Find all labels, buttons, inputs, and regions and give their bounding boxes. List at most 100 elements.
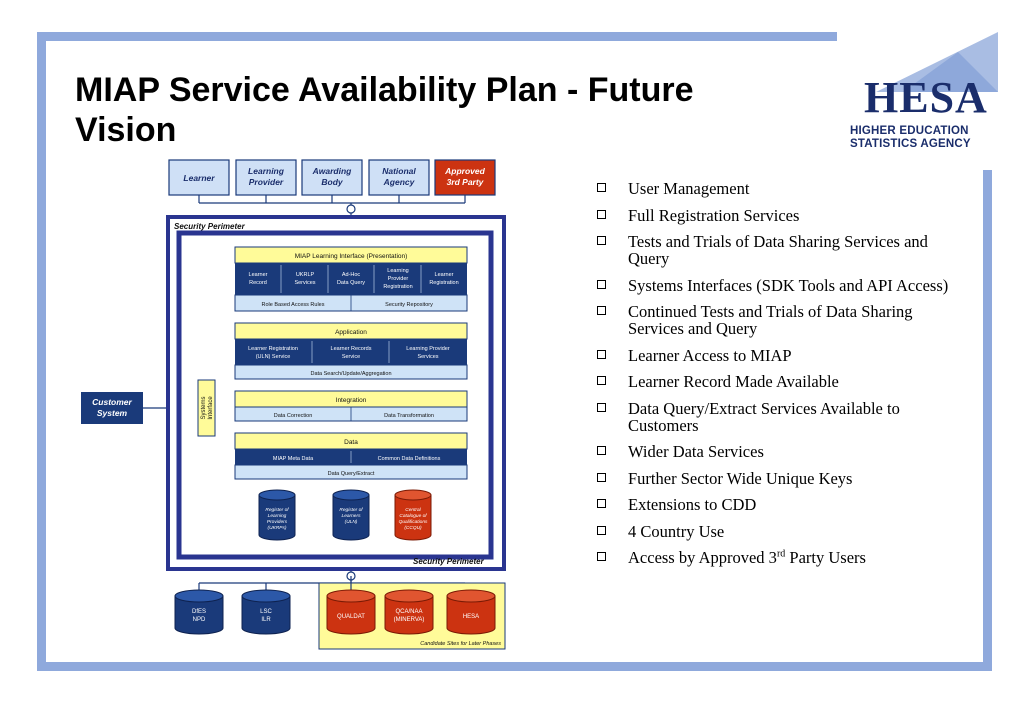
checkbox-bullet-icon: [597, 402, 606, 412]
security-repository: Security Repository: [385, 302, 433, 308]
checkbox-bullet-icon: [597, 525, 606, 535]
app-svc-records-l2: Service: [342, 354, 360, 360]
role-based-access-rules: Role Based Access Rules: [262, 302, 325, 308]
svg-text:Central: Central: [405, 507, 421, 513]
box-learning-provider-l1: Learning: [248, 166, 285, 176]
perimeter-label-top: Security Perimeter: [174, 222, 246, 231]
box-approved-l2: 3rd Party: [447, 177, 485, 187]
milestone-list: User Management Full Registration Servic…: [595, 180, 965, 576]
svg-text:QUALDAT: QUALDAT: [337, 614, 365, 620]
bullet-item: 4 Country Use: [595, 523, 965, 540]
data-header: Data: [344, 439, 358, 446]
frame-right-bar: [983, 170, 992, 671]
checkbox-bullet-icon: [597, 236, 606, 245]
svg-text:(UKRPs): (UKRPs): [268, 525, 287, 531]
box-approved-l1: Approved: [444, 166, 485, 176]
internal-databases: Register of Learning Providers (UKRPs) R…: [258, 489, 432, 541]
svc-learner-reg-l1: Learner: [435, 272, 454, 278]
bullet-item: Systems Interfaces (SDK Tools and API Ac…: [595, 277, 965, 294]
bullet-item: Learner Access to MIAP: [595, 347, 965, 364]
svg-text:Register of: Register of: [265, 507, 289, 513]
svc-lp-reg-l1: Learning: [387, 268, 408, 274]
checkbox-bullet-icon: [597, 472, 606, 482]
common-data-definitions: Common Data Definitions: [378, 456, 441, 462]
svg-text:QCA/NAA: QCA/NAA: [395, 609, 422, 615]
db-register-learners: Register of Learners (ULN): [332, 489, 370, 541]
systems-interface-box: [197, 379, 216, 437]
data-correction: Data Correction: [274, 413, 313, 419]
db-lsc-ilr: LSC ILR: [241, 589, 291, 635]
data-search-update: Data Search/Update/Aggregation: [310, 371, 391, 377]
app-svc-lp-l1: Learning Provider: [406, 346, 450, 352]
svc-learner-record-l1: Learner: [249, 272, 268, 278]
svg-text:Learners: Learners: [342, 513, 362, 519]
svc-learner-reg-l2: Registration: [429, 280, 458, 286]
frame-left-bar: [37, 32, 46, 671]
logo-line2: STATISTICS AGENCY: [850, 138, 971, 150]
svc-ukrlp-l2: Services: [294, 280, 315, 286]
svg-text:(CCQU): (CCQU): [404, 525, 422, 531]
svg-text:Register of: Register of: [339, 507, 363, 513]
logo-line1: HIGHER EDUCATION: [850, 125, 969, 137]
stakeholder-boxes: Learner Learning Provider Awarding Body …: [168, 159, 496, 196]
svg-text:Providers: Providers: [267, 519, 288, 525]
checkbox-bullet-icon: [597, 499, 606, 508]
svg-text:LSC: LSC: [260, 609, 272, 615]
slide-title: MIAP Service Availability Plan - Future …: [75, 71, 694, 149]
customer-system-l1: Customer: [92, 397, 132, 407]
customer-system-l2: System: [97, 408, 128, 418]
logo-triangles: [876, 32, 998, 92]
svc-lp-reg-l3: Registration: [383, 284, 412, 290]
db-dfes-npd: DfES NPD: [174, 589, 224, 635]
db-central-catalogue: Central Catalogue of Qualifications (CCQ…: [394, 489, 432, 541]
svc-adhoc-l1: Ad-Hoc: [342, 272, 361, 278]
db-register-learning-providers: Register of Learning Providers (UKRPs): [258, 489, 296, 541]
bullet-item: Learner Record Made Available: [595, 373, 965, 390]
presentation-header: MIAP Learning Interface (Presentation): [295, 253, 408, 260]
app-svc-lp-l2: Services: [417, 354, 438, 360]
bullet-item: Wider Data Services: [595, 443, 965, 460]
svg-text:Learning: Learning: [268, 513, 287, 519]
svg-text:(MINERVA): (MINERVA): [394, 617, 425, 623]
bullet-item: Tests and Trials of Data Sharing Service…: [595, 233, 965, 267]
checkbox-bullet-icon: [597, 279, 606, 289]
bullet-item: Extensions to CDD: [595, 496, 965, 513]
logo-word: HESA: [864, 73, 988, 122]
db-qualdat: QUALDAT: [326, 589, 376, 635]
integration-layer: Integration Data Correction Data Transfo…: [234, 390, 468, 422]
checkbox-bullet-icon: [597, 349, 606, 359]
svc-adhoc-l2: Data Query: [337, 280, 365, 286]
app-svc-uln-l2: (ULN) Service: [256, 354, 291, 360]
bullet-item: Continued Tests and Trials of Data Shari…: [595, 303, 965, 337]
svg-text:Catalogue of: Catalogue of: [399, 513, 427, 519]
junction-top: [346, 204, 356, 214]
svg-text:Qualifications: Qualifications: [399, 519, 428, 525]
checkbox-bullet-icon: [597, 552, 606, 561]
customer-system-box: [81, 392, 143, 424]
systems-interface-l1: Systems: [201, 396, 207, 419]
svg-text:ILR: ILR: [261, 617, 271, 623]
integration-header: Integration: [336, 397, 367, 404]
bullet-item: Further Sector Wide Unique Keys: [595, 470, 965, 487]
checkbox-bullet-icon: [597, 306, 606, 315]
svg-text:(ULN): (ULN): [345, 519, 358, 525]
hesa-logo: HESA HIGHER EDUCATION STATISTICS AGENCY: [848, 32, 998, 152]
box-learner: Learner: [183, 173, 215, 183]
frame-bottom-bar: [37, 662, 992, 671]
svg-text:HESA: HESA: [463, 614, 479, 620]
perimeter-label-bottom: Security Perimeter: [413, 557, 485, 566]
frame-top-bar: [37, 32, 837, 41]
box-learning-provider-l2: Provider: [249, 177, 284, 187]
app-svc-records-l1: Learner Records: [331, 346, 372, 352]
svc-ukrlp-l1: UKRLP: [296, 272, 315, 278]
application-header: Application: [335, 329, 367, 336]
db-hesa: HESA: [446, 589, 496, 635]
svc-lp-reg-l2: Provider: [388, 276, 409, 282]
app-svc-uln-l1: Learner Registration: [248, 346, 298, 352]
bullet-item: Full Registration Services: [595, 207, 965, 224]
bullet-item: Data Query/Extract Services Available to…: [595, 400, 965, 434]
checkbox-bullet-icon: [597, 209, 606, 219]
bullet-item: User Management: [595, 180, 965, 197]
external-databases: DfES NPD LSC ILR QUALDAT QCA/NAA (MINERV…: [174, 589, 496, 635]
db-qca-naa: QCA/NAA (MINERVA): [384, 589, 434, 635]
